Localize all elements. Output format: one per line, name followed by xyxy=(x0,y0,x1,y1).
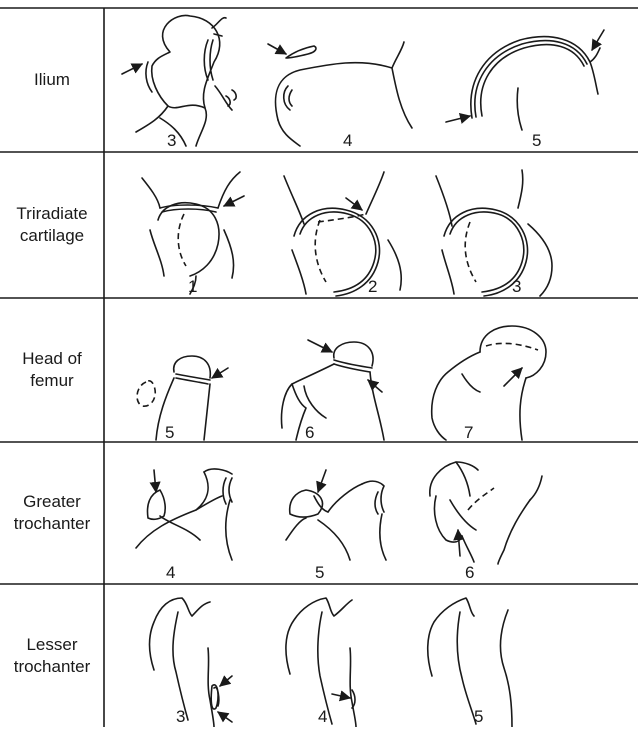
row-label-head-of-femur: Head of femur xyxy=(0,298,104,442)
stage-number: 4 xyxy=(318,707,327,726)
femur-head-stage-6-drawing xyxy=(281,340,384,440)
femur-head-stage-5-drawing xyxy=(137,356,228,440)
row-label-text: Ilium xyxy=(34,69,70,91)
row-label-text: Head of femur xyxy=(22,348,82,392)
stage-number: 5 xyxy=(315,563,324,582)
stage-number: 7 xyxy=(464,423,473,442)
femur-head-stage-7-drawing xyxy=(432,326,546,440)
stage-number: 5 xyxy=(474,707,483,726)
row-label-lesser-trochanter: Lesser trochanter xyxy=(0,584,104,727)
row-label-text: Greater trochanter xyxy=(14,491,91,535)
stage-number: 6 xyxy=(465,563,474,582)
triradiate-stage-1-drawing xyxy=(142,172,244,294)
stage-number: 5 xyxy=(165,423,174,442)
ilium-stage-4-drawing xyxy=(268,42,412,146)
stage-numbers: 3 4 5 1 2 3 5 6 7 4 5 6 3 4 5 xyxy=(165,131,541,726)
stage-number: 6 xyxy=(305,423,314,442)
row-label-text: Triradiate cartilage xyxy=(16,203,87,247)
greater-trochanter-stage-4-drawing xyxy=(136,469,232,560)
stage-number: 2 xyxy=(368,277,377,296)
row-label-greater-trochanter: Greater trochanter xyxy=(0,442,104,584)
stage-number: 3 xyxy=(176,707,185,726)
stage-number: 3 xyxy=(167,131,176,150)
lesser-trochanter-stage-5-drawing xyxy=(428,598,512,727)
triradiate-stage-2-drawing xyxy=(284,172,401,296)
row-label-ilium: Ilium xyxy=(0,8,104,152)
stage-number: 1 xyxy=(188,277,197,296)
stage-number: 3 xyxy=(512,277,521,296)
row-label-triradiate-cartilage: Triradiate cartilage xyxy=(0,152,104,298)
greater-trochanter-stage-5-drawing xyxy=(286,470,386,560)
ilium-stage-5-drawing xyxy=(446,30,604,130)
stage-number: 5 xyxy=(532,131,541,150)
stage-number: 4 xyxy=(166,563,175,582)
lesser-trochanter-stage-3-drawing xyxy=(150,598,233,727)
greater-trochanter-stage-6-drawing xyxy=(430,462,542,564)
stage-number: 4 xyxy=(343,131,352,150)
ilium-stage-3-drawing xyxy=(122,15,236,146)
row-label-text: Lesser trochanter xyxy=(14,634,91,678)
triradiate-stage-3-drawing xyxy=(436,170,552,296)
